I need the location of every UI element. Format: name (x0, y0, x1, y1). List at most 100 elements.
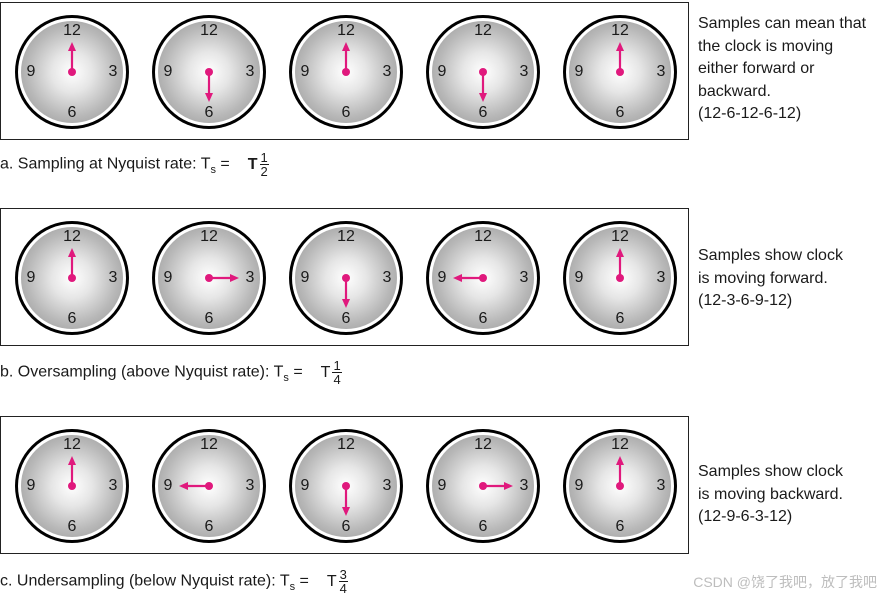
clock-numeral: 3 (382, 63, 392, 80)
clock-numeral: 9 (300, 477, 310, 494)
clock-numeral: 12 (474, 22, 492, 39)
watermark: CSDN @饶了我吧，放了我吧 (693, 574, 877, 590)
caption-period-T: T (320, 363, 331, 381)
clock-numeral: 12 (200, 228, 218, 245)
clock-numeral: 3 (519, 269, 529, 286)
clock-numeral: 6 (615, 310, 625, 327)
clock-numeral: 3 (245, 477, 255, 494)
description-line: (12-9-6-3-12) (698, 508, 793, 525)
clock-numeral: 9 (300, 63, 310, 80)
arrow-head (616, 42, 624, 51)
description-line: either forward or (698, 60, 815, 77)
arrow-head (504, 482, 513, 490)
clock-numeral: 9 (163, 63, 173, 80)
description-line: backward. (698, 82, 771, 100)
clock-hand-arrow-icon (616, 248, 624, 282)
clock-numeral: 3 (108, 63, 118, 80)
clock-numeral: 12 (611, 22, 629, 39)
clock-numeral: 12 (200, 436, 218, 453)
clock-numeral: 6 (204, 518, 214, 535)
arrow-head (179, 482, 188, 490)
caption-text: a. Sampling at Nyquist rate: T (0, 155, 211, 173)
clock-numeral: 6 (478, 104, 488, 121)
clock-hand-arrow-icon (616, 456, 624, 490)
description-line: the clock is moving (698, 37, 834, 55)
fraction-denominator: 4 (339, 581, 347, 596)
caption-text: c. Undersampling (below Nyquist rate): T (0, 572, 290, 590)
clock-hand-arrow-icon (342, 274, 350, 308)
hand-pivot (68, 274, 76, 282)
clock-numeral: 3 (519, 477, 529, 494)
clock-numeral: 3 (108, 269, 118, 286)
fraction-numerator: 1 (259, 150, 269, 165)
arrow-head (342, 299, 350, 308)
hand-pivot (342, 482, 350, 490)
caption-period-T: T (247, 155, 258, 173)
hand-pivot (479, 482, 487, 490)
clock-numeral: 12 (337, 228, 355, 245)
clock: 12 3 6 9 (152, 429, 266, 543)
clock-numeral: 12 (63, 228, 81, 245)
panel-caption: b. Oversampling (above Nyquist rate): Ts… (0, 359, 342, 387)
hand-pivot (479, 274, 487, 282)
clock-hand-arrow-icon (479, 68, 487, 102)
panel-description: Samples can mean that the clock is moving… (698, 13, 866, 126)
hand-pivot (68, 482, 76, 490)
arrow-head (616, 456, 624, 465)
caption-equals: = (295, 572, 309, 590)
arrow-head (230, 274, 239, 282)
hand-pivot (479, 68, 487, 76)
clock-numeral: 12 (200, 22, 218, 39)
fraction-numerator: 1 (332, 358, 342, 373)
hand-pivot (616, 482, 624, 490)
clock-numeral: 12 (337, 22, 355, 39)
clock-numeral: 9 (437, 63, 447, 80)
clock-numeral: 9 (437, 477, 447, 494)
clock-hand-arrow-icon (616, 42, 624, 76)
arrow-head (453, 274, 462, 282)
description-line: Samples show clock (698, 247, 843, 264)
clock-numeral: 3 (656, 63, 666, 80)
fraction-denominator: 4 (333, 372, 341, 387)
clock-hand-arrow-icon (205, 68, 213, 102)
clock-numeral: 12 (63, 22, 81, 39)
clock-numeral: 3 (519, 63, 529, 80)
hand-pivot (616, 274, 624, 282)
arrow-head (616, 248, 624, 257)
clock-numeral: 6 (204, 310, 214, 327)
clock-numeral: 3 (382, 269, 392, 286)
hand-pivot (205, 274, 213, 282)
panel-caption: c. Undersampling (below Nyquist rate): T… (0, 568, 348, 596)
clock-numeral: 3 (108, 477, 118, 494)
description-line: Samples can mean that (698, 15, 867, 32)
clock-numeral: 9 (26, 269, 36, 286)
clock: 12 3 6 9 (426, 15, 540, 129)
clock-numeral: 9 (163, 477, 173, 494)
arrow-head (342, 42, 350, 51)
arrow-head (68, 42, 76, 51)
caption-period-T: T (326, 572, 337, 590)
hand-pivot (205, 68, 213, 76)
fraction-numerator: 3 (338, 567, 348, 582)
fraction-denominator: 2 (260, 164, 268, 179)
clock-numeral: 9 (437, 269, 447, 286)
clock-numeral: 6 (478, 518, 488, 535)
arrow-head (68, 456, 76, 465)
clock-numeral: 12 (474, 436, 492, 453)
